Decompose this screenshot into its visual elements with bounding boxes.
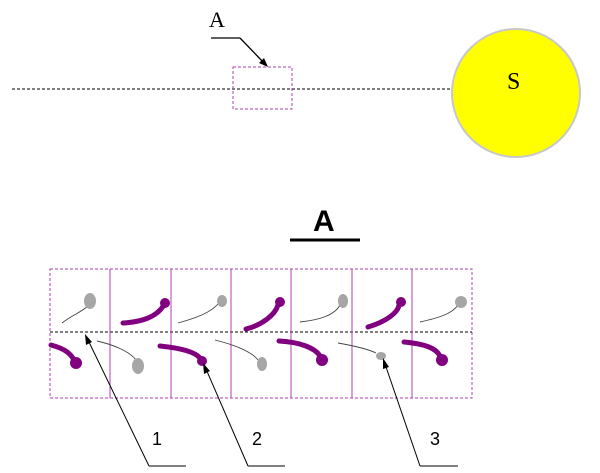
callout-1-label: 1 (152, 429, 162, 449)
purple-cell (157, 343, 207, 366)
gray-cell (177, 295, 227, 324)
gray-cell (214, 339, 267, 371)
purple-cell (48, 342, 82, 369)
inset-title: A (290, 205, 360, 242)
callout-1-leader (87, 339, 150, 467)
bottom-row (48, 338, 448, 374)
region-a-pointer (239, 37, 266, 65)
inset-title-text: A (313, 205, 335, 238)
top-schematic: A S (12, 7, 581, 158)
gray-cell (96, 340, 144, 374)
gray-cell (61, 293, 96, 324)
region-a-label: A (209, 7, 225, 32)
purple-cell (276, 338, 328, 366)
sun-circle (451, 28, 581, 158)
callout-3-leader (384, 363, 421, 467)
purple-cell (401, 339, 448, 366)
gray-cell (419, 296, 467, 323)
callout-3-label: 3 (430, 429, 440, 449)
callouts: 1 2 3 (85, 334, 458, 467)
gray-cell (337, 342, 386, 360)
callout-3-arrowhead (383, 358, 389, 369)
callout-1-arrowhead (85, 334, 92, 345)
column-dividers (109, 269, 413, 398)
callout-2-label: 2 (252, 429, 262, 449)
purple-cell (365, 297, 406, 330)
gray-cell (299, 294, 348, 323)
sun-label: S (507, 69, 520, 95)
top-row (61, 293, 467, 332)
inset-frame (49, 268, 473, 399)
inset-outer-border (49, 268, 473, 399)
purple-cell (243, 297, 285, 332)
callout-2-arrowhead (203, 363, 210, 374)
region-a-box (232, 66, 293, 110)
callout-2-leader (205, 368, 249, 467)
purple-cell (120, 298, 170, 326)
region-a-arrowhead (259, 58, 268, 67)
